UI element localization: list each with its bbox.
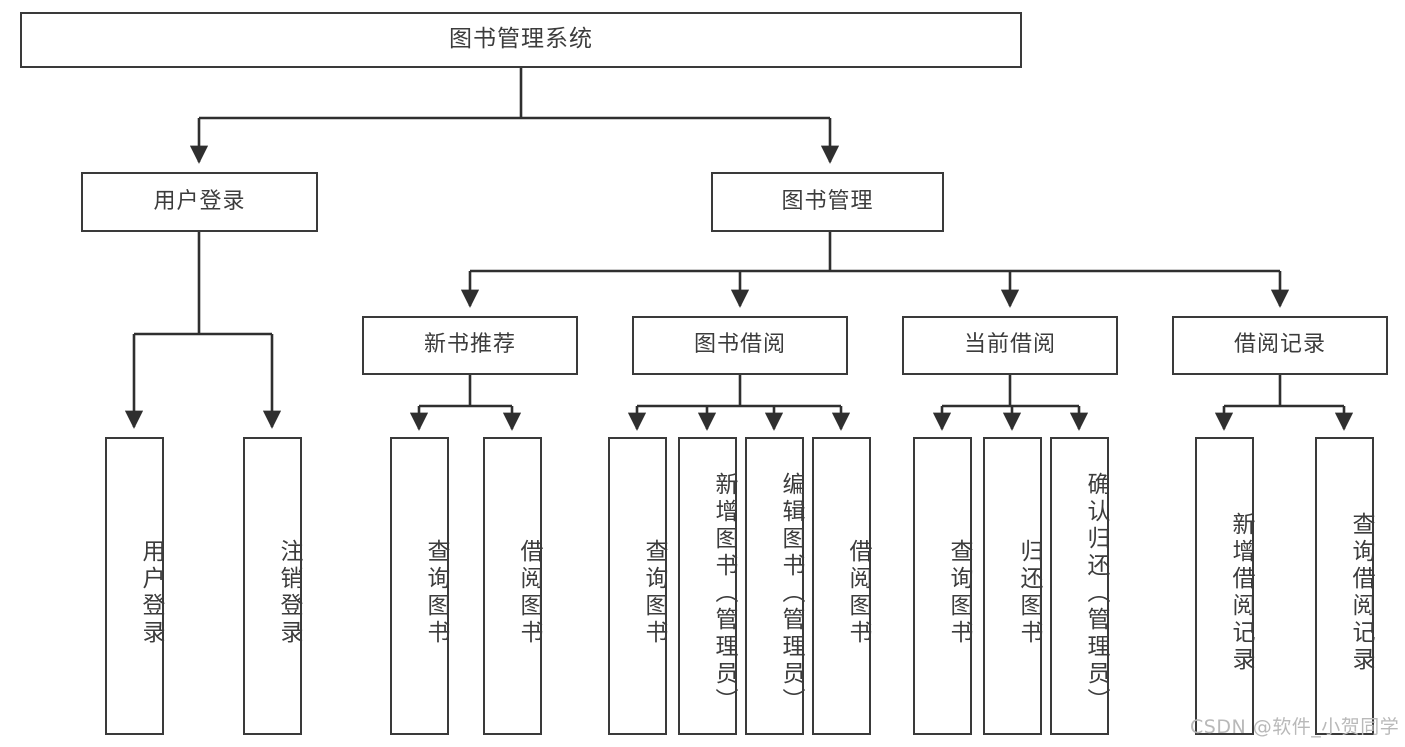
leaf-logout-login[interactable]: 注销登录	[243, 437, 302, 735]
leaf-user-login[interactable]: 用户登录	[105, 437, 164, 735]
leaf-query-book-borrow[interactable]: 查询图书	[608, 437, 667, 735]
leaf-borrow-book[interactable]: 借阅图书	[812, 437, 871, 735]
node-borrow-record[interactable]: 借阅记录	[1172, 316, 1388, 375]
node-label: 查询图书	[423, 539, 449, 647]
node-label: 借阅图书	[845, 539, 871, 647]
node-label: 确认归还（管理员）	[1083, 471, 1109, 715]
node-current-borrow[interactable]: 当前借阅	[902, 316, 1118, 375]
node-label: 查询借阅记录	[1348, 512, 1374, 674]
node-label: 新书推荐	[423, 332, 516, 358]
leaf-query-borrow-record[interactable]: 查询借阅记录	[1315, 437, 1374, 735]
node-label: 图书管理系统	[449, 26, 593, 53]
node-book-borrow[interactable]: 图书借阅	[632, 316, 848, 375]
node-label: 查询图书	[641, 539, 667, 647]
node-user-login[interactable]: 用户登录	[81, 172, 318, 232]
leaf-edit-book-admin[interactable]: 编辑图书（管理员）	[745, 437, 804, 735]
leaf-borrow-book-recommend[interactable]: 借阅图书	[483, 437, 542, 735]
node-label: 新增借阅记录	[1228, 512, 1254, 674]
leaf-add-borrow-record[interactable]: 新增借阅记录	[1195, 437, 1254, 735]
node-new-book-recommend[interactable]: 新书推荐	[362, 316, 578, 375]
leaf-confirm-return-admin[interactable]: 确认归还（管理员）	[1050, 437, 1109, 735]
node-label: 新增图书（管理员）	[711, 471, 737, 715]
node-book-manage[interactable]: 图书管理	[711, 172, 944, 232]
leaf-query-book-current[interactable]: 查询图书	[913, 437, 972, 735]
node-label: 借阅记录	[1233, 332, 1326, 358]
leaf-return-book[interactable]: 归还图书	[983, 437, 1042, 735]
leaf-add-book-admin[interactable]: 新增图书（管理员）	[678, 437, 737, 735]
node-label: 用户登录	[138, 539, 164, 647]
node-label: 注销登录	[276, 539, 302, 647]
csdn-watermark: CSDN @软件_小贺同学	[1190, 716, 1400, 738]
node-label: 图书管理	[781, 188, 874, 214]
node-label: 图书借阅	[693, 332, 786, 358]
node-label: 当前借阅	[963, 332, 1056, 358]
node-label: 用户登录	[153, 188, 246, 214]
node-book-management-system[interactable]: 图书管理系统	[20, 12, 1022, 68]
node-label: 归还图书	[1016, 539, 1042, 647]
node-label: 借阅图书	[516, 539, 542, 647]
node-label: 查询图书	[946, 539, 972, 647]
node-label: 编辑图书（管理员）	[778, 471, 804, 715]
leaf-query-book-recommend[interactable]: 查询图书	[390, 437, 449, 735]
